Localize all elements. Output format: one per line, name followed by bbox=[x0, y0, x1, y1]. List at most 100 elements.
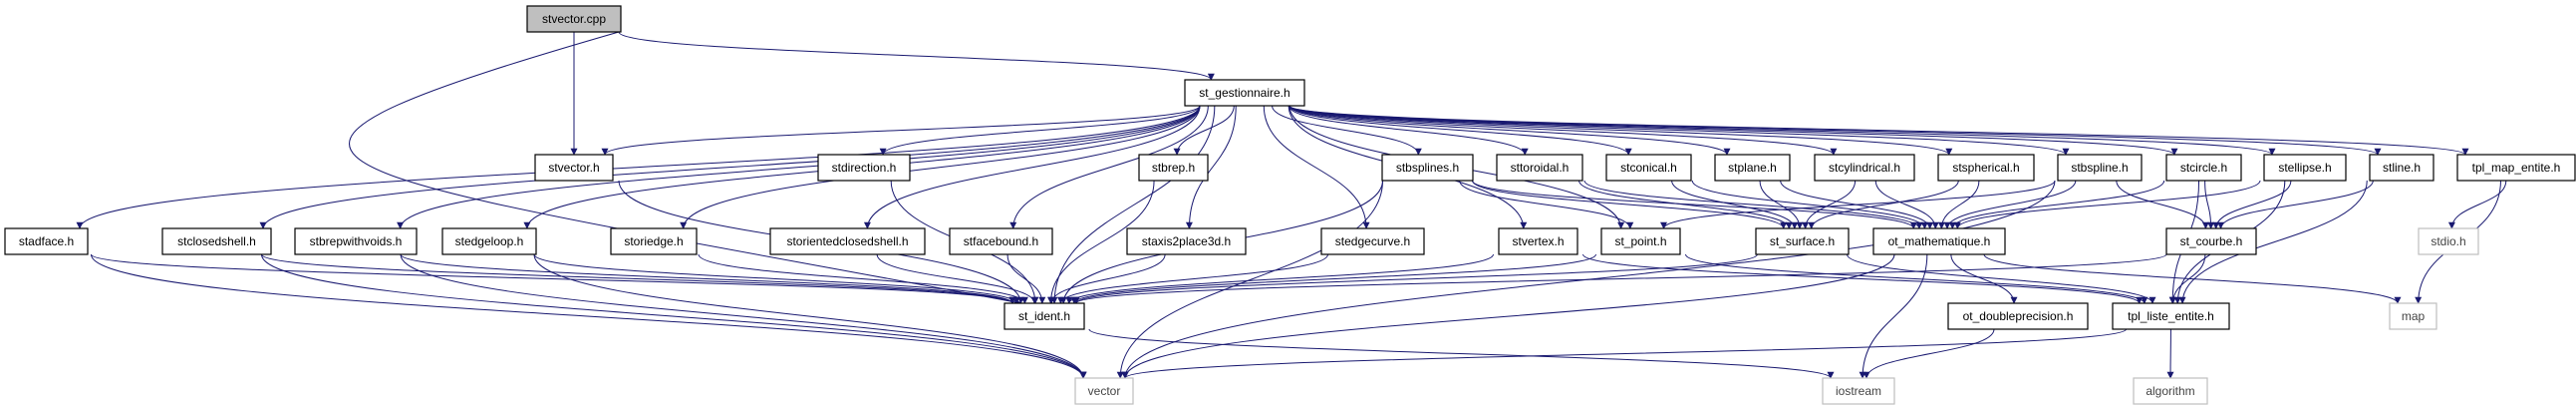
node-label: sttoroidal.h bbox=[1511, 161, 1570, 175]
node-label: stcircle.h bbox=[2180, 161, 2227, 175]
node-tpl_map_entite[interactable]: tpl_map_entite.h bbox=[2456, 154, 2576, 182]
edge-stbsplines-to-vector bbox=[1116, 180, 1383, 379]
node-stvertex[interactable]: stvertex.h bbox=[1498, 227, 1578, 255]
node-label: vector bbox=[1088, 384, 1121, 398]
edge-st_gestionnaire-to-stplane bbox=[1288, 105, 1731, 156]
node-st_gestionnaire[interactable]: st_gestionnaire.h bbox=[1184, 79, 1305, 107]
node-label: stbsplines.h bbox=[1396, 161, 1459, 175]
node-sttoroidal[interactable]: sttoroidal.h bbox=[1496, 154, 1583, 182]
edge-st_gestionnaire-to-stvector_h bbox=[601, 105, 1201, 156]
edge-ot_mathematique-to-iostream bbox=[1859, 253, 1928, 379]
node-tpl_liste_entite[interactable]: tpl_liste_entite.h bbox=[2112, 302, 2230, 330]
node-box bbox=[2418, 227, 2479, 255]
edge-ot_mathematique-to-ot_doubleprecision bbox=[1950, 253, 2018, 304]
node-box bbox=[2263, 154, 2347, 182]
node-label: map bbox=[2402, 309, 2426, 323]
node-label: stclosedshell.h bbox=[177, 234, 256, 248]
node-stbspline[interactable]: stbspline.h bbox=[2057, 154, 2143, 182]
edge-ot_doubleprecision-to-iostream bbox=[1862, 328, 1995, 379]
node-label: stvector.h bbox=[548, 161, 599, 175]
node-ot_doubleprecision[interactable]: ot_doubleprecision.h bbox=[1947, 302, 2089, 330]
node-stcircle[interactable]: stcircle.h bbox=[2165, 154, 2242, 182]
node-stbrepwithvoids[interactable]: stbrepwithvoids.h bbox=[294, 227, 418, 255]
node-box bbox=[1184, 79, 1305, 107]
edge-st_gestionnaire-to-st_ident bbox=[1050, 105, 1216, 304]
node-stclosedshell[interactable]: stclosedshell.h bbox=[161, 227, 272, 255]
node-stbrep[interactable]: stbrep.h bbox=[1138, 154, 1209, 182]
node-st_courbe[interactable]: st_courbe.h bbox=[2165, 227, 2257, 255]
node-stvector_h[interactable]: stvector.h bbox=[534, 154, 614, 182]
edge-stconical-to-ot_mathematique bbox=[1691, 180, 1928, 229]
edge-stline-to-st_courbe bbox=[2217, 180, 2374, 229]
node-box bbox=[1138, 154, 1209, 182]
node-label: stbspline.h bbox=[2071, 161, 2128, 175]
node-box bbox=[769, 227, 926, 255]
edge-st_gestionnaire-to-stdirection bbox=[879, 105, 1201, 156]
edge-stbspline-to-st_courbe bbox=[2116, 180, 2209, 229]
node-label: st_gestionnaire.h bbox=[1199, 86, 1289, 100]
node-st_surface[interactable]: st_surface.h bbox=[1755, 227, 1850, 255]
edge-st_point-to-tpl_liste_entite bbox=[1685, 253, 2148, 304]
node-label: stedgecurve.h bbox=[1335, 234, 1410, 248]
node-algorithm: algorithm bbox=[2133, 377, 2208, 405]
edge-st_surface-to-tpl_liste_entite bbox=[1847, 253, 2156, 304]
node-box bbox=[1126, 227, 1247, 255]
node-label: stellipse.h bbox=[2278, 161, 2331, 175]
edge-ot_mathematique-to-map bbox=[1983, 253, 2402, 304]
node-stellipse[interactable]: stellipse.h bbox=[2263, 154, 2347, 182]
edge-st_gestionnaire-to-stbspline bbox=[1288, 105, 2070, 156]
node-stedgecurve[interactable]: stedgecurve.h bbox=[1320, 227, 1425, 255]
node-stline[interactable]: stline.h bbox=[2369, 154, 2434, 182]
edge-st_gestionnaire-to-stbrepwithvoids bbox=[397, 105, 1201, 229]
node-label: stline.h bbox=[2383, 161, 2421, 175]
node-box bbox=[1074, 377, 1134, 405]
node-label: stbrepwithvoids.h bbox=[310, 234, 403, 248]
edge-storiedge-to-st_ident bbox=[698, 253, 1028, 304]
node-stedgeloop[interactable]: stedgeloop.h bbox=[441, 227, 537, 255]
node-ot_mathematique[interactable]: ot_mathematique.h bbox=[1872, 227, 2006, 255]
node-label: stadface.h bbox=[19, 234, 74, 248]
edge-stline-to-tpl_liste_entite bbox=[2178, 180, 2368, 304]
node-label: st_point.h bbox=[1614, 234, 1666, 248]
node-stspherical[interactable]: stspherical.h bbox=[1937, 154, 2035, 182]
node-storientedclosedshell[interactable]: storientedclosedshell.h bbox=[769, 227, 926, 255]
node-box bbox=[1714, 154, 1791, 182]
edge-st_ident-to-iostream bbox=[1088, 328, 1835, 379]
edge-stcircle-to-ot_mathematique bbox=[1948, 180, 2165, 229]
node-stadface[interactable]: stadface.h bbox=[4, 227, 89, 255]
node-box bbox=[1498, 227, 1578, 255]
node-st_point[interactable]: st_point.h bbox=[1600, 227, 1681, 255]
edge-st_gestionnaire-to-stcylindrical bbox=[1288, 105, 1838, 156]
node-stbsplines[interactable]: stbsplines.h bbox=[1381, 154, 1474, 182]
edge-tpl_map_entite-to-stdio bbox=[2447, 180, 2507, 229]
node-stconical[interactable]: stconical.h bbox=[1605, 154, 1692, 182]
node-label: ot_mathematique.h bbox=[1888, 234, 1991, 248]
node-staxis2place3d[interactable]: staxis2place3d.h bbox=[1126, 227, 1247, 255]
node-label: staxis2place3d.h bbox=[1142, 234, 1231, 248]
edge-stvector_cpp-to-st_gestionnaire bbox=[618, 31, 1215, 81]
node-label: stcylindrical.h bbox=[1829, 161, 1900, 175]
node-stdirection[interactable]: stdirection.h bbox=[817, 154, 911, 182]
edge-stbsplines-to-st_surface bbox=[1472, 180, 1788, 229]
edge-st_gestionnaire-to-stbsplines bbox=[1272, 105, 1422, 156]
node-stplane[interactable]: stplane.h bbox=[1714, 154, 1791, 182]
node-storiedge[interactable]: storiedge.h bbox=[610, 227, 698, 255]
node-label: st_courbe.h bbox=[2180, 234, 2243, 248]
node-stvector_cpp[interactable]: stvector.cpp bbox=[526, 5, 622, 33]
node-label: stvector.cpp bbox=[542, 12, 606, 26]
edge-st_gestionnaire-to-stcircle bbox=[1288, 105, 2178, 156]
edge-stcylindrical-to-ot_mathematique bbox=[1874, 180, 1939, 229]
node-label: stbrep.h bbox=[1152, 161, 1195, 175]
edge-stspherical-to-st_surface bbox=[1808, 180, 1959, 229]
node-stcylindrical[interactable]: stcylindrical.h bbox=[1814, 154, 1915, 182]
edge-stedgeloop-to-vector bbox=[533, 253, 1087, 379]
node-stdio: stdio.h bbox=[2418, 227, 2479, 255]
node-st_ident[interactable]: st_ident.h bbox=[1003, 302, 1085, 330]
node-box bbox=[817, 154, 911, 182]
node-box bbox=[2389, 302, 2437, 330]
node-box bbox=[1822, 377, 1895, 405]
edge-st_courbe-to-st_ident bbox=[1072, 253, 2167, 304]
node-stfacebound[interactable]: stfacebound.h bbox=[949, 227, 1053, 255]
